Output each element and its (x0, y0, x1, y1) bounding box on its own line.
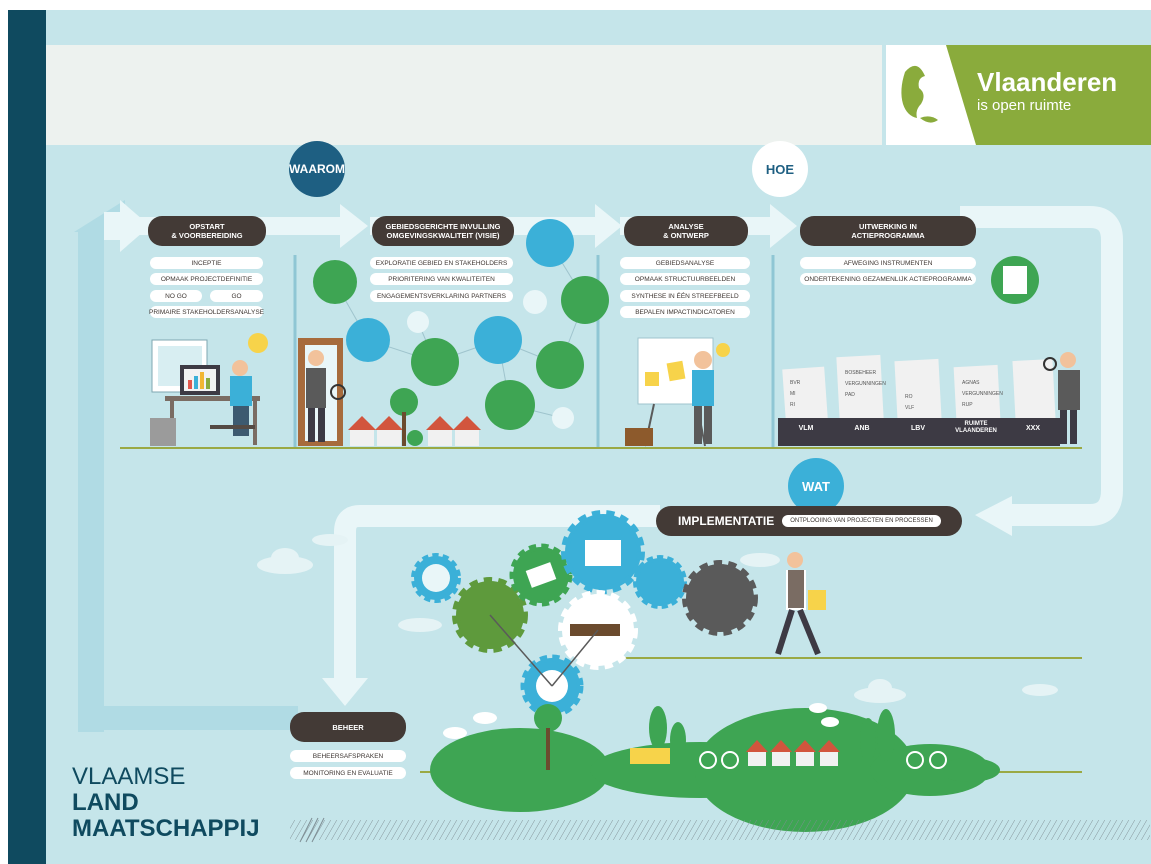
phase-waarom: WAAROM (289, 141, 345, 197)
note-text: VERGUNNINGEN (962, 391, 1003, 397)
loop-arrow-left (78, 232, 104, 732)
brand-tagline: is open ruimte (977, 97, 1072, 114)
brand-banner (946, 45, 1151, 145)
folder-note-lbv: RO VLF (905, 392, 914, 414)
implementatie-title: IMPLEMENTATIE (678, 514, 775, 528)
step-gebiedsgericht-title: GEBIEDSGERICHTE INVULLING OMGEVINGSKWALI… (372, 216, 514, 246)
list-item: GO (210, 290, 263, 302)
note-text: BOSBEHEER (845, 370, 877, 376)
note-text: RI (790, 402, 795, 408)
step-title-line: UITWERKING IN (859, 222, 917, 231)
step-opstart-title: OPSTART & VOORBEREIDING (148, 216, 266, 246)
folder-note-anb: BOSBEHEER VERGUNNINGEN PAD (845, 368, 886, 401)
folder-note-vlm: BVR MI RI (790, 378, 800, 411)
phase-hoe: HOE (752, 141, 808, 197)
note-text: VERGUNNINGEN (845, 381, 886, 387)
list-item: GEBIEDSANALYSE (620, 257, 750, 269)
note-text: MI (790, 391, 796, 397)
list-item: OPMAAK STRUCTUURBEELDEN (620, 273, 750, 285)
step-actieprogramma-title: UITWERKING IN ACTIEPROGRAMMA (800, 216, 976, 246)
brand-name: Vlaanderen (977, 67, 1118, 97)
agency-label: XXX (1025, 425, 1040, 432)
list-item: PRIMAIRE STAKEHOLDERSANALYSE (149, 306, 264, 318)
cloud-icons (257, 534, 1058, 703)
list-item: BEHEERSAFSPRAKEN (290, 750, 406, 762)
office-desk-illustration (150, 333, 268, 446)
list-item: ONDERTEKENING GEZAMENLIJK ACTIEPROGRAMMA (800, 273, 976, 285)
step-title-line: OPSTART (189, 222, 225, 231)
step-title-line: & ONTWERP (663, 231, 709, 240)
agency-label: ANB (854, 425, 870, 432)
implementatie-subtitle: ONTPLOOIING VAN PROJECTEN EN PROCESSEN (782, 515, 941, 527)
step-title-line: & VOORBEREIDING (171, 231, 243, 240)
brand-block: Vlaanderen is open ruimte (977, 67, 1117, 115)
vlm-logo: VLAAMSE LAND MAATSCHAPPIJ (72, 764, 260, 842)
list-item: BEPALEN IMPACTINDICATOREN (620, 306, 750, 318)
beheer-title: BEHEER (290, 712, 406, 742)
agency-label: VLM (798, 425, 814, 432)
step-title-line: ACTIEPROGRAMMA (851, 231, 925, 240)
navy-side-bar (8, 10, 46, 864)
agency-label: LBV (911, 425, 925, 432)
step-analyse-title: ANALYSE & ONTWERP (624, 216, 748, 246)
list-item: MONITORING EN EVALUATIE (290, 767, 406, 779)
step-title-line: ANALYSE (668, 222, 704, 231)
list-item: NO GO (150, 290, 202, 302)
note-text: PAD (845, 392, 855, 398)
phase-wat: WAT (788, 458, 844, 514)
note-text: AGNAS (962, 380, 980, 386)
analysis-whiteboard-illustration (625, 337, 730, 447)
vlm-line3: MAATSCHAPPIJ (72, 815, 260, 842)
folder-note-rv: AGNAS VERGUNNINGEN RUP (962, 378, 1003, 411)
vlm-line2: LAND (72, 789, 139, 816)
note-text: BVR (790, 380, 801, 386)
note-text: VLF (905, 405, 915, 411)
step-title-line: GEBIEDSGERICHTE INVULLING (385, 222, 501, 231)
list-item: ENGAGEMENTSVERKLARING PARTNERS (370, 290, 513, 302)
list-item: SYNTHESE IN ÉÉN STREEFBEELD (620, 290, 750, 302)
vlm-line1: VLAAMSE (72, 763, 186, 790)
note-text: RO (905, 394, 913, 400)
implementatie-banner: IMPLEMENTATIE ONTPLOOIING VAN PROJECTEN … (656, 506, 962, 536)
visioning-illustration (298, 219, 609, 446)
agency-label: RUIMTE VLAANDEREN (955, 421, 997, 434)
gears-illustration (411, 510, 826, 718)
list-item: AFWEGING INSTRUMENTEN (800, 257, 976, 269)
agency-folders-illustration (778, 256, 1080, 446)
step-title-line: OMGEVINGSKWALITEIT (VISIE) (386, 231, 500, 240)
list-item: OPMAAK PROJECTDEFINITIE (150, 273, 263, 285)
list-item: PRIORITERING VAN KWALITEITEN (370, 273, 513, 285)
header-band (46, 45, 882, 145)
list-item: INCEPTIE (150, 257, 263, 269)
landscape-illustration (430, 703, 1000, 832)
note-text: RUP (962, 402, 973, 408)
list-item: EXPLORATIE GEBIED EN STAKEHOLDERS (370, 257, 513, 269)
lion-logo-icon (901, 65, 938, 123)
